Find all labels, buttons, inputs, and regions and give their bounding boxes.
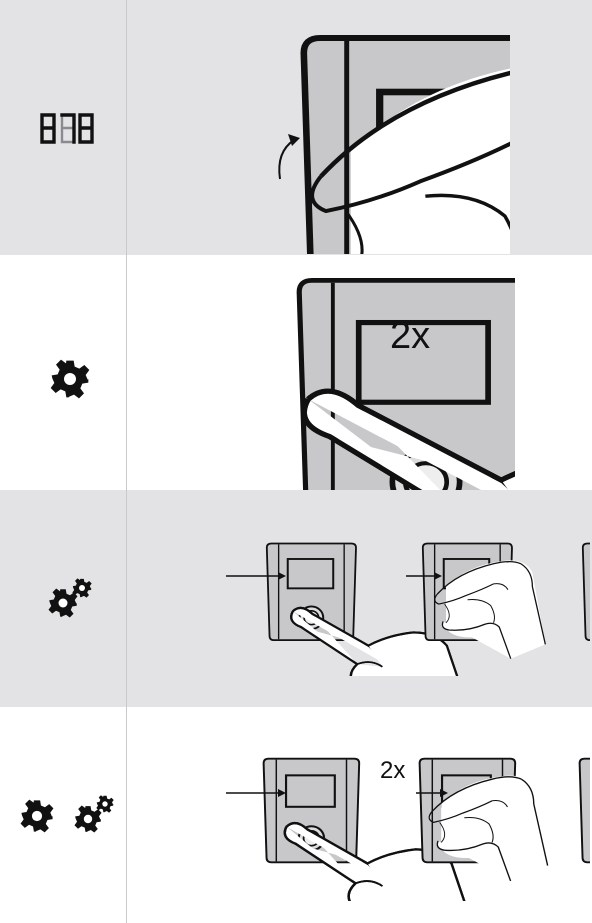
turn-count-label: 2x <box>380 757 405 785</box>
gear-icon <box>20 799 54 833</box>
gear-icon <box>50 359 90 399</box>
column-divider <box>126 0 127 923</box>
double-gear-icon <box>48 578 92 618</box>
seven-segment-display-icon <box>38 112 98 146</box>
rotate-arrow-icon <box>279 140 294 179</box>
step-2-illustration <box>215 265 515 490</box>
step-row-2: 2x <box>0 255 592 490</box>
control-device <box>583 543 590 640</box>
step-3-illustration <box>130 536 590 676</box>
control-device <box>264 759 360 863</box>
control-device <box>580 759 590 863</box>
double-gear-icon <box>74 795 114 833</box>
press-count-label: 2x <box>390 315 430 358</box>
step-1-illustration <box>210 14 510 254</box>
step-row-3 <box>0 490 592 707</box>
step-row-4: 2x <box>0 707 592 923</box>
step-4-illustration <box>130 751 590 901</box>
control-device <box>267 543 356 640</box>
step-row-1 <box>0 0 592 255</box>
